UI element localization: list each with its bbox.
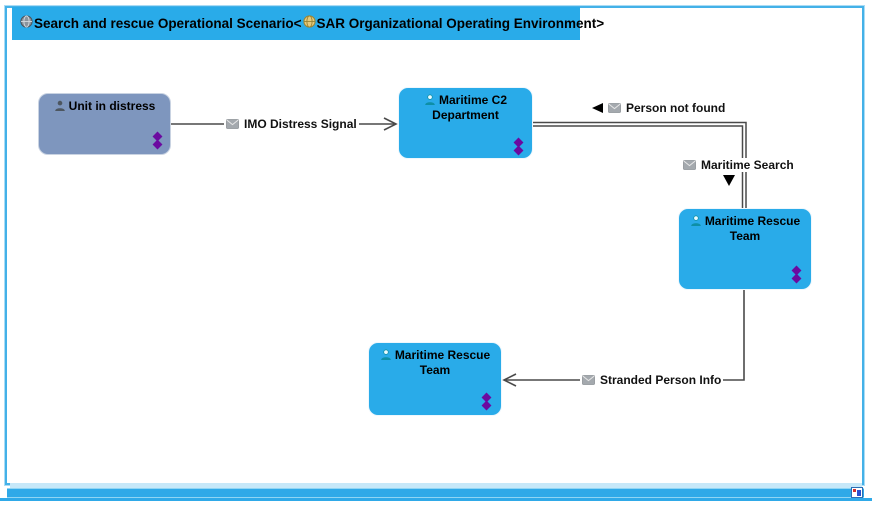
diagram-title-part2: SAR Organizational Operating Environment… — [316, 16, 605, 31]
envelope-icon — [226, 119, 239, 129]
node-title: Maritime Rescue Team — [679, 209, 811, 244]
message-person-not-found[interactable]: Person not found — [590, 101, 728, 115]
person-icon — [54, 100, 65, 111]
envelope-icon — [608, 103, 621, 113]
horizontal-scrollbar-thumb[interactable] — [7, 488, 864, 498]
node-title: Unit in distress — [39, 94, 170, 114]
expand-collapse-decorator-icon[interactable] — [511, 137, 525, 156]
person-icon — [381, 349, 391, 360]
node-title: Maritime Rescue Team — [369, 343, 501, 378]
overview-blue-dot — [857, 490, 861, 496]
person-icon — [425, 94, 435, 105]
node-maritime-c2-department[interactable]: Maritime C2 Department — [398, 87, 533, 159]
environment-globe-icon — [302, 14, 316, 33]
expand-collapse-decorator-icon[interactable] — [789, 265, 803, 284]
connector-maritime-search[interactable] — [533, 121, 747, 209]
node-maritime-rescue-team-bottom[interactable]: Maritime Rescue Team — [368, 342, 502, 416]
diagram-title-bar: Search and rescue Operational Scenario< … — [12, 7, 604, 40]
scenario-globe-icon — [20, 14, 33, 33]
node-unit-in-distress[interactable]: Unit in distress — [38, 93, 171, 155]
person-icon — [691, 215, 701, 226]
connector-stranded-person-info[interactable] — [502, 290, 745, 387]
overview-red-dot — [853, 489, 856, 492]
message-maritime-search[interactable]: Maritime Search — [681, 158, 796, 172]
arrow-down-icon — [723, 175, 735, 186]
node-title: Maritime C2 Department — [399, 88, 532, 123]
message-stranded-person-info[interactable]: Stranded Person Info — [580, 373, 724, 387]
node-maritime-rescue-team-right[interactable]: Maritime Rescue Team — [678, 208, 812, 290]
arrow-left-icon — [592, 103, 603, 113]
horizontal-scrollbar-track[interactable] — [10, 483, 862, 488]
envelope-icon — [582, 375, 595, 385]
bottom-border — [0, 498, 872, 501]
message-imo-distress-signal[interactable]: IMO Distress Signal — [224, 117, 359, 131]
diagram-title-part1: Search and rescue Operational Scenario< — [34, 16, 302, 31]
expand-collapse-decorator-icon[interactable] — [150, 131, 164, 150]
envelope-icon — [683, 160, 696, 170]
expand-collapse-decorator-icon[interactable] — [479, 392, 493, 411]
overview-button[interactable] — [851, 487, 863, 498]
